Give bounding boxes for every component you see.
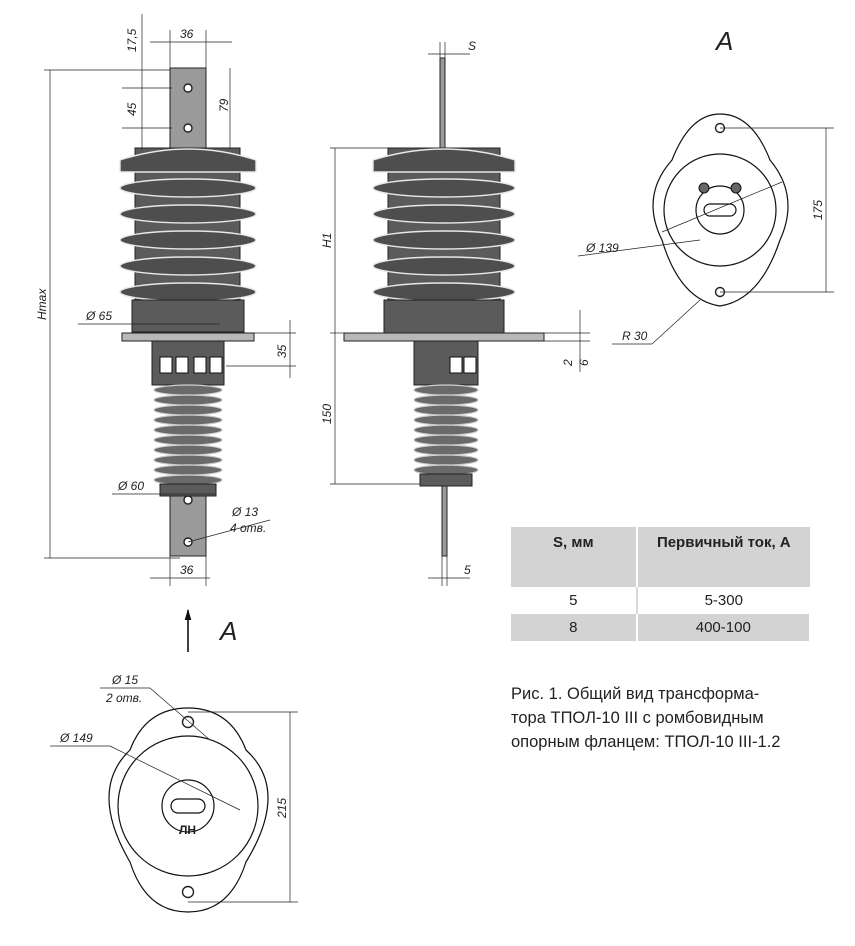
dim-r30: R 30 [622, 329, 648, 343]
cell-current: 400-100 [636, 614, 812, 641]
dim-holes-2: 2 отв. [105, 691, 142, 705]
dim-45: 45 [125, 102, 139, 116]
figure-caption: Рис. 1. Общий вид трансформа- тора ТПОЛ-… [511, 683, 831, 755]
dim-phi13: Ø 13 [231, 505, 258, 519]
cell-current: 5-300 [636, 587, 810, 614]
dim-35: 35 [275, 344, 289, 358]
header-primary-current: Первичный ток, А [636, 527, 810, 587]
view-label-a-right: А [714, 26, 733, 56]
cell-s: 5 [511, 587, 638, 614]
dim-hmax: Hmax [35, 288, 49, 320]
logo-ln: ЛН [179, 823, 196, 837]
table-header-row: S, мм Первичный ток, А [511, 527, 810, 587]
dim-h1: H1 [320, 233, 334, 248]
dim-36-top: 36 [180, 27, 194, 41]
front-view-left: 17,5 36 45 79 Hmax Ø 65 35 Ø 60 Ø 13 4 о… [35, 14, 296, 586]
dim-36-bottom: 36 [180, 563, 194, 577]
dim-17-5: 17,5 [125, 28, 139, 52]
dim-phi65: Ø 65 [85, 309, 112, 323]
dim-holes-4: 4 отв. [230, 521, 266, 535]
view-a-arrow: А [184, 608, 237, 652]
dim-2: 2 [561, 359, 575, 367]
table-row: 5 5-300 [511, 587, 810, 614]
view-label-a-arrow: А [218, 616, 237, 646]
view-bottom-left: ЛН Ø 15 2 отв. Ø 149 215 [50, 673, 298, 913]
caption-line-1: Рис. 1. Общий вид трансформа- [511, 685, 760, 703]
dim-5-bottom: 5 [464, 563, 471, 577]
table-row: 8 400-100 [511, 614, 812, 641]
dim-79: 79 [217, 98, 231, 112]
dim-215: 215 [275, 798, 289, 819]
dim-phi139: Ø 139 [585, 241, 619, 255]
dim-175: 175 [811, 200, 825, 220]
view-a-top-right: А Ø 139 175 R 30 [577, 26, 834, 345]
header-s-mm: S, мм [511, 527, 638, 587]
dim-150: 150 [320, 404, 334, 424]
spec-table: S, мм Первичный ток, А 5 5-300 8 400-100 [511, 527, 812, 641]
dim-s-top: S [468, 39, 476, 53]
dim-6: 6 [577, 359, 591, 366]
caption-line-3: опорным фланцем: ТПОЛ-10 III-1.2 [511, 732, 781, 751]
cell-s: 8 [511, 614, 638, 641]
caption-line-2: тора ТПОЛ-10 III с ромбовидным [511, 708, 764, 727]
side-view-middle: S H1 150 2 6 5 [320, 39, 591, 586]
dim-phi60: Ø 60 [117, 479, 144, 493]
dim-phi15: Ø 15 [111, 673, 138, 687]
dim-phi149: Ø 149 [59, 731, 93, 745]
